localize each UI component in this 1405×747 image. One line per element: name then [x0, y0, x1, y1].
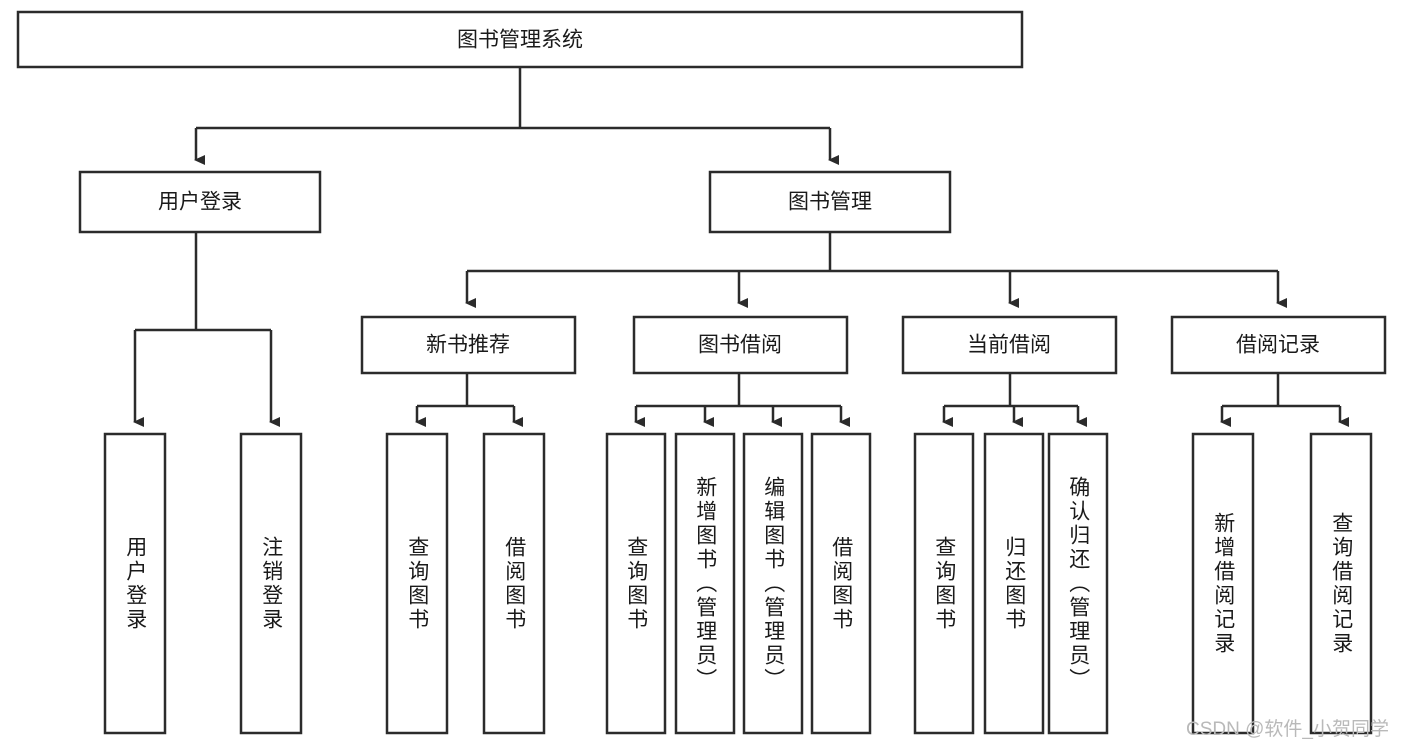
leaf-book-borrow-4-label: 借阅图书: [829, 535, 853, 632]
leaf-user-login-2-label: 注销登录: [259, 535, 283, 632]
leaf-book-borrow-3-label-wrap: 编辑图书（管理员）: [744, 434, 802, 733]
leaf-borrow-record-2-label: 查询借阅记录: [1329, 511, 1353, 656]
node-book-borrow-box[interactable]: [632, 315, 849, 375]
leaf-borrow-record-1-box[interactable]: [1191, 432, 1255, 735]
node-new-book-box[interactable]: [360, 315, 577, 375]
leaf-book-borrow-2-box[interactable]: [674, 432, 736, 735]
leaf-user-login-1[interactable]: 用户登录: [103, 432, 167, 735]
node-current-borrow-label: 当前借阅: [967, 334, 1051, 357]
node-borrow-record[interactable]: 借阅记录: [1170, 315, 1387, 375]
node-user-login[interactable]: 用户登录: [78, 170, 322, 234]
leaf-borrow-record-1[interactable]: 新增借阅记录: [1191, 432, 1255, 735]
leaf-new-book-1-box[interactable]: [385, 432, 449, 735]
leaf-borrow-record-1-label-wrap: 新增借阅记录: [1193, 434, 1253, 733]
node-user-login-label: 用户登录: [158, 191, 242, 214]
leaf-new-book-1[interactable]: 查询图书: [385, 432, 449, 735]
leaf-current-borrow-2-label-wrap: 归还图书: [985, 434, 1043, 733]
leaf-book-borrow-2-label-wrap: 新增图书（管理员）: [676, 434, 734, 733]
node-user-login-box[interactable]: [78, 170, 322, 234]
node-current-borrow[interactable]: 当前借阅: [901, 315, 1118, 375]
leaf-book-borrow-1-label: 查询图书: [624, 535, 648, 632]
leaf-user-login-2-box[interactable]: [239, 432, 303, 735]
leaf-current-borrow-3-label: 确认归还（管理员）: [1066, 475, 1090, 692]
leaf-user-login-1-label: 用户登录: [123, 535, 147, 632]
node-root-box[interactable]: [16, 10, 1024, 69]
leaf-new-book-1-label: 查询图书: [405, 535, 429, 632]
leaf-book-borrow-4[interactable]: 借阅图书: [810, 432, 872, 735]
node-root[interactable]: 图书管理系统: [16, 10, 1024, 69]
leaf-new-book-2-label: 借阅图书: [502, 535, 526, 632]
leaf-book-borrow-1-box[interactable]: [605, 432, 667, 735]
node-book-manage-box[interactable]: [708, 170, 952, 234]
node-book-manage-label: 图书管理: [788, 191, 872, 214]
leaf-borrow-record-2-box[interactable]: [1309, 432, 1373, 735]
leaf-borrow-record-1-label: 新增借阅记录: [1211, 511, 1235, 656]
node-book-manage[interactable]: 图书管理: [708, 170, 952, 234]
leaf-user-login-2[interactable]: 注销登录: [239, 432, 303, 735]
leaf-borrow-record-2[interactable]: 查询借阅记录: [1309, 432, 1373, 735]
leaf-book-borrow-2[interactable]: 新增图书（管理员）: [674, 432, 736, 735]
leaf-current-borrow-1-label-wrap: 查询图书: [915, 434, 973, 733]
leaf-current-borrow-1-box[interactable]: [913, 432, 975, 735]
node-current-borrow-box[interactable]: [901, 315, 1118, 375]
leaf-user-login-2-label-wrap: 注销登录: [241, 434, 301, 733]
leaf-book-borrow-1[interactable]: 查询图书: [605, 432, 667, 735]
leaf-book-borrow-3-box[interactable]: [742, 432, 804, 735]
leaf-current-borrow-3[interactable]: 确认归还（管理员）: [1047, 432, 1109, 735]
node-borrow-record-label: 借阅记录: [1236, 334, 1320, 357]
leaf-borrow-record-2-label-wrap: 查询借阅记录: [1311, 434, 1371, 733]
node-borrow-record-box[interactable]: [1170, 315, 1387, 375]
leaf-book-borrow-4-box[interactable]: [810, 432, 872, 735]
leaf-current-borrow-2-label: 归还图书: [1002, 535, 1026, 632]
leaf-new-book-2[interactable]: 借阅图书: [482, 432, 546, 735]
connector-layer: [133, 67, 1349, 427]
leaf-book-borrow-3-label: 编辑图书（管理员）: [761, 475, 785, 692]
leaf-current-borrow-3-label-wrap: 确认归还（管理员）: [1049, 434, 1107, 733]
leaf-new-book-1-label-wrap: 查询图书: [387, 434, 447, 733]
leaf-book-borrow-4-label-wrap: 借阅图书: [812, 434, 870, 733]
leaf-new-book-2-label-wrap: 借阅图书: [484, 434, 544, 733]
node-book-borrow-label: 图书借阅: [698, 334, 782, 357]
node-root-label: 图书管理系统: [457, 29, 583, 52]
leaf-user-login-1-label-wrap: 用户登录: [105, 434, 165, 733]
leaf-current-borrow-1[interactable]: 查询图书: [913, 432, 975, 735]
leaf-new-book-2-box[interactable]: [482, 432, 546, 735]
node-new-book-label: 新书推荐: [426, 334, 510, 357]
leaf-current-borrow-1-label: 查询图书: [932, 535, 956, 632]
node-book-borrow[interactable]: 图书借阅: [632, 315, 849, 375]
leaf-current-borrow-2-box[interactable]: [983, 432, 1045, 735]
leaf-book-borrow-1-label-wrap: 查询图书: [607, 434, 665, 733]
leaf-user-login-1-box[interactable]: [103, 432, 167, 735]
leaf-book-borrow-2-label: 新增图书（管理员）: [693, 475, 717, 692]
leaf-book-borrow-3[interactable]: 编辑图书（管理员）: [742, 432, 804, 735]
leaf-current-borrow-2[interactable]: 归还图书: [983, 432, 1045, 735]
leaf-current-borrow-3-box[interactable]: [1047, 432, 1109, 735]
node-new-book[interactable]: 新书推荐: [360, 315, 577, 375]
